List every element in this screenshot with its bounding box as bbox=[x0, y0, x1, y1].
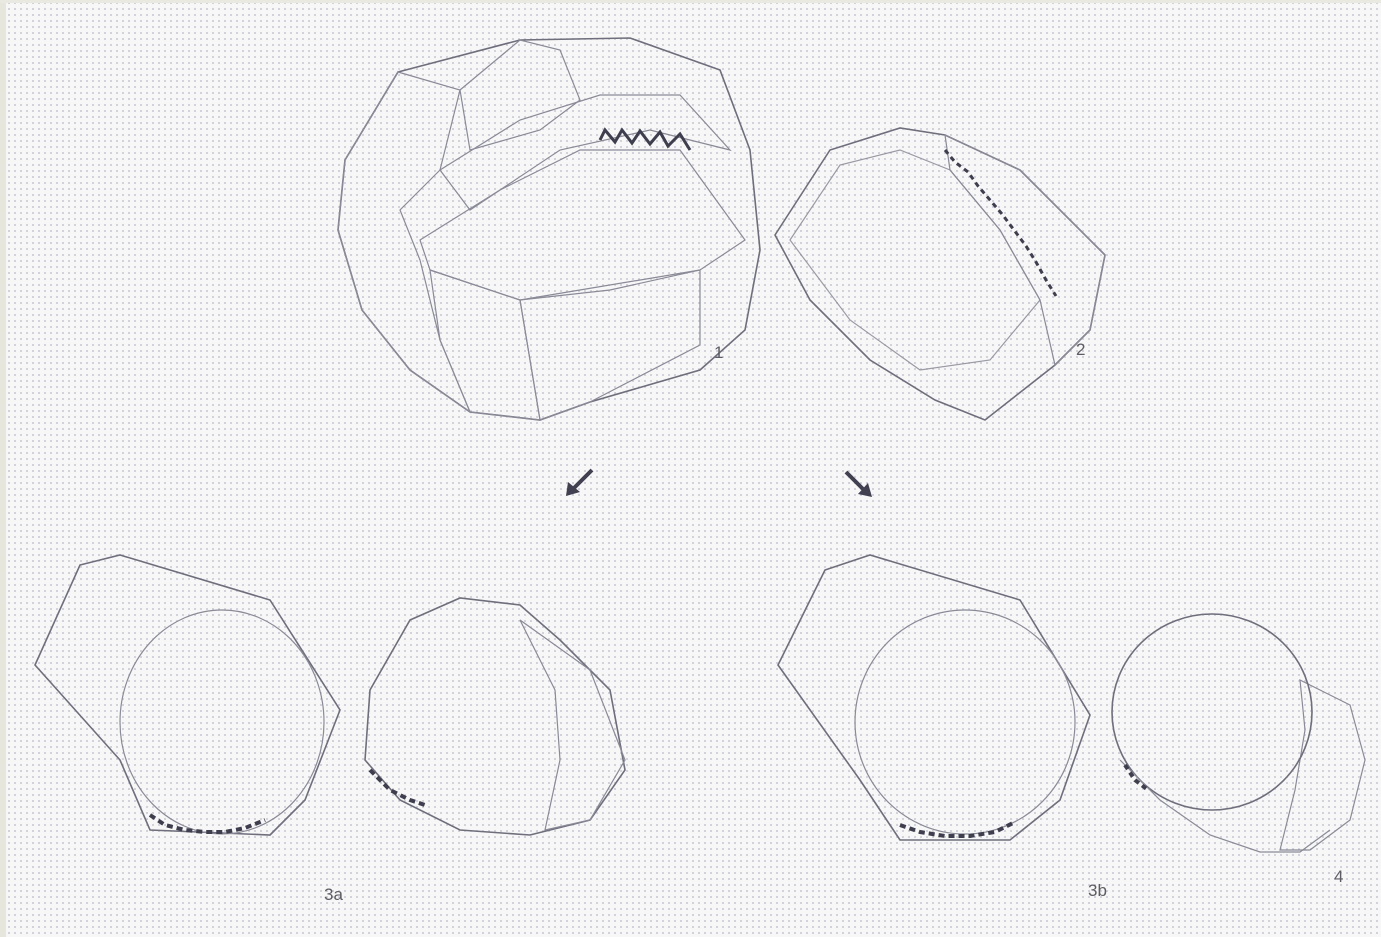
crystal-4: 4 bbox=[1112, 614, 1365, 886]
crystal-2-outline bbox=[775, 128, 1105, 420]
crystal-1-serrated-edge bbox=[600, 130, 690, 150]
crystal-1: 1 bbox=[338, 38, 760, 420]
crystal-1-top-ridge bbox=[440, 95, 730, 210]
crystal-3a-left-serrated-edge bbox=[150, 815, 265, 832]
crystal-2-label: 2 bbox=[1076, 340, 1085, 359]
crystal-1-lower-facet bbox=[520, 270, 700, 420]
crystal-4-dark-lobe bbox=[1280, 680, 1365, 850]
crystal-4-label: 4 bbox=[1334, 867, 1343, 886]
crystal-4-base bbox=[1120, 760, 1330, 852]
arrow-to-3b bbox=[846, 472, 872, 497]
crystal-1-left-facet bbox=[338, 72, 470, 412]
crystal-1-bottom-left-facet bbox=[430, 270, 540, 420]
crystal-1-outline bbox=[338, 38, 760, 420]
crystal-2-serrated-edge bbox=[945, 150, 1056, 296]
crystal-3b-left-prism bbox=[778, 555, 1090, 840]
crystal-2-main-face bbox=[790, 150, 1040, 370]
crystal-3b-label: 3b bbox=[1088, 881, 1107, 900]
crystal-3a-left-prism bbox=[35, 555, 340, 835]
arrow-to-3a bbox=[566, 470, 592, 496]
crystal-3b-left-dome bbox=[855, 610, 1075, 834]
crystal-4-sphere bbox=[1112, 614, 1312, 810]
crystal-3a-label: 3a bbox=[324, 885, 343, 904]
crystal-2-right-facet bbox=[945, 135, 1105, 365]
crystal-3b-left: 3b bbox=[778, 555, 1107, 900]
crystal-3a-right-outline bbox=[365, 598, 625, 835]
crystal-3a-left-dome bbox=[120, 610, 324, 834]
crystal-1-upper-knob bbox=[460, 40, 580, 150]
crystal-1-front-face bbox=[420, 150, 745, 300]
crystal-2: 2 bbox=[775, 128, 1105, 420]
crystal-3a-right: 3a bbox=[324, 598, 625, 904]
crystal-3a-left bbox=[35, 555, 340, 835]
crystal-1-label: 1 bbox=[714, 343, 723, 362]
